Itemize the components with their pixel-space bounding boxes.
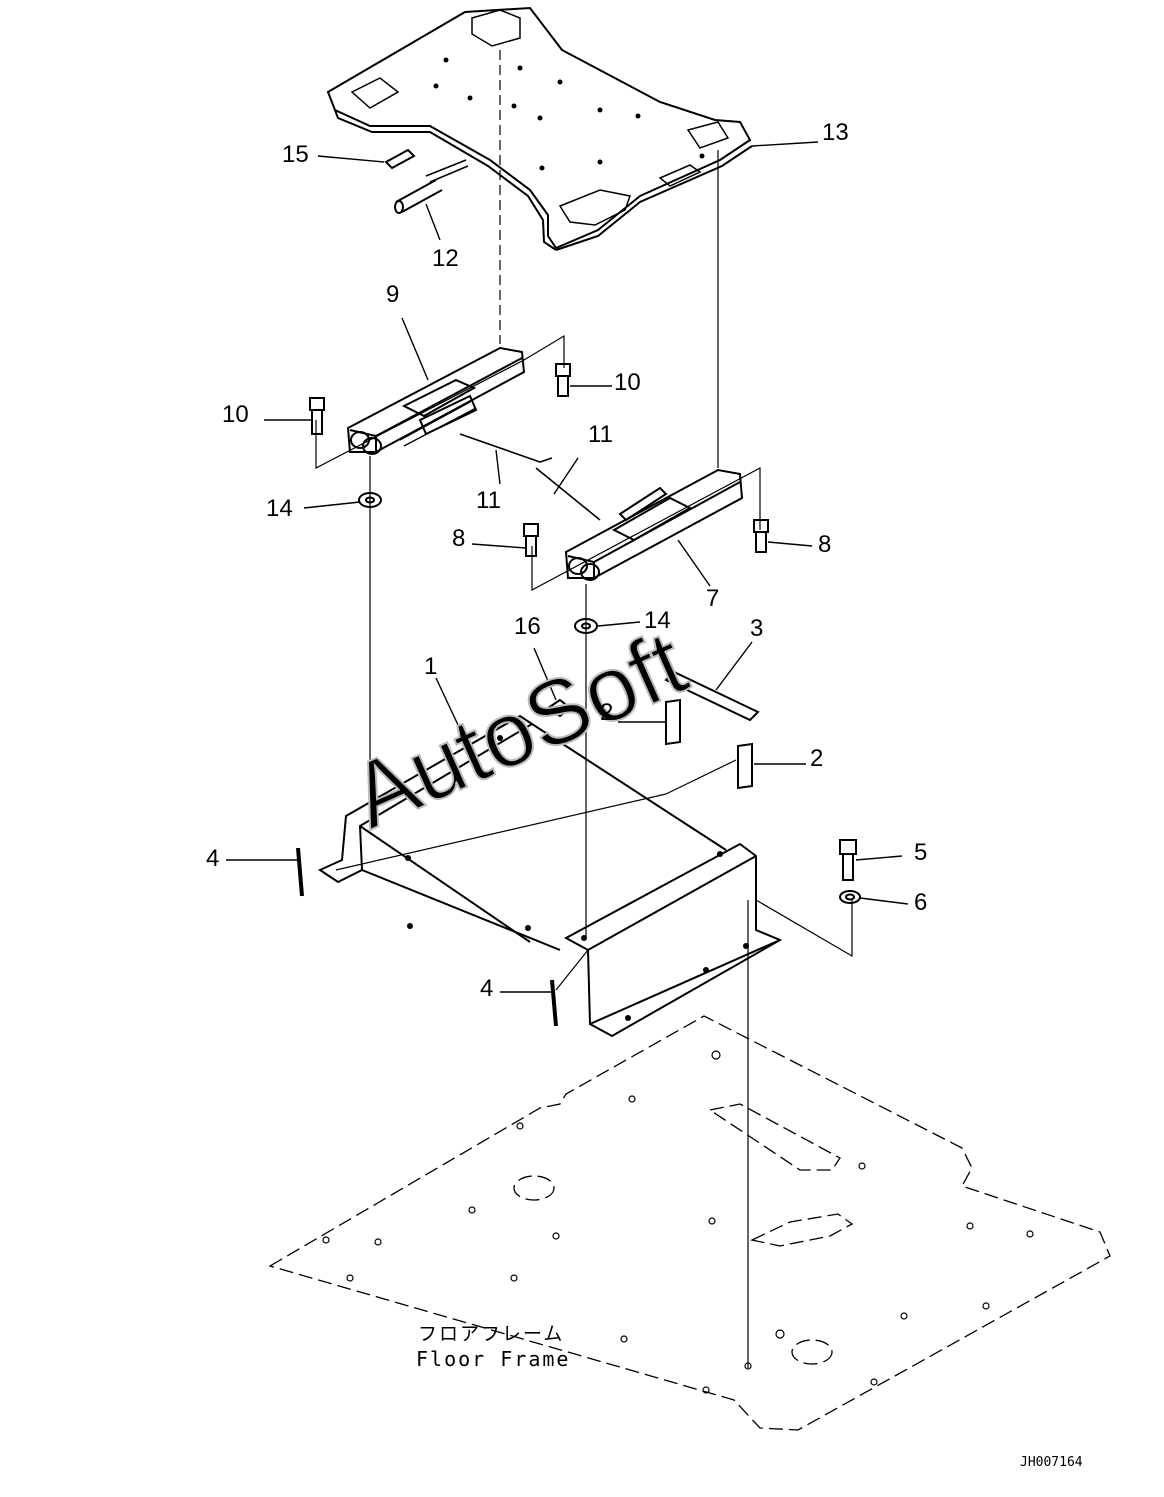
bolts (309, 363, 857, 881)
floor-frame-label-jp: フロアフレーム (418, 1323, 564, 1345)
plate-holes (433, 57, 705, 171)
small-parts (296, 670, 760, 1027)
label-16: 16 (514, 613, 541, 640)
floor-frame (268, 1015, 1111, 1431)
label-8-left: 8 (452, 525, 465, 552)
label-4-left: 4 (206, 845, 219, 872)
label-8-right: 8 (818, 531, 831, 558)
label-13: 13 (822, 119, 849, 146)
seat-mount-plate (326, 6, 753, 251)
label-2-left: 2 (600, 699, 613, 726)
label-15: 15 (282, 141, 309, 168)
stand-holes (369, 735, 749, 1021)
label-1: 1 (424, 653, 437, 680)
springs-11 (459, 433, 601, 521)
slide-rail-9 (346, 346, 526, 455)
part-labels: 15 13 12 9 10 10 11 11 14 8 8 7 14 16 3 … (206, 119, 927, 1002)
floor-frame-label-en: Floor Frame (416, 1347, 570, 1371)
drawing-number: JH007164 (1020, 1455, 1083, 1470)
alignment-lines (315, 50, 853, 1368)
label-5: 5 (914, 839, 927, 866)
label-2-right: 2 (810, 745, 823, 772)
label-11-upper: 11 (588, 421, 613, 448)
watermark: AutoSoft (337, 612, 701, 849)
pin-parts (384, 148, 469, 214)
leader-lines (226, 141, 909, 993)
label-10-left: 10 (222, 401, 249, 428)
label-14-lower: 14 (644, 607, 671, 634)
label-10-right: 10 (614, 369, 641, 396)
label-4-lower: 4 (480, 975, 493, 1002)
label-6: 6 (914, 889, 927, 916)
label-7: 7 (706, 585, 719, 612)
label-9: 9 (386, 281, 399, 308)
label-11-lower: 11 (476, 487, 501, 514)
label-3: 3 (750, 615, 763, 642)
label-12: 12 (432, 245, 459, 272)
slide-rail-7 (564, 468, 744, 581)
floor-holes (322, 1050, 1034, 1394)
label-14-upper: 14 (266, 495, 293, 522)
